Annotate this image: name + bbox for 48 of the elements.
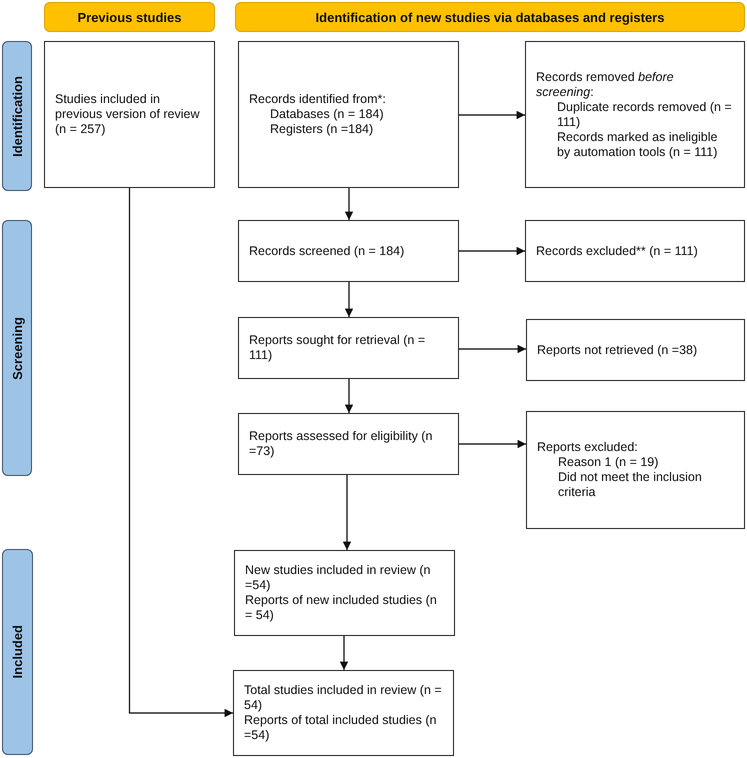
arrow <box>459 246 525 256</box>
process-box <box>526 319 745 381</box>
process-box <box>44 41 215 188</box>
box-text: Reports sought for retrieval (n = 111) <box>249 333 426 363</box>
arrow <box>459 110 525 120</box>
box-text: New studies included in review (n =54) <box>245 563 432 593</box>
phase-label: Included <box>10 625 25 679</box>
column-header: Previous studies <box>44 2 215 32</box>
box-text: Reports of total included studies (n =54) <box>244 713 438 743</box>
column-header: Identification of new studies via databases and registers <box>235 2 745 32</box>
process-box <box>525 220 745 282</box>
process-box <box>234 550 455 636</box>
process-box <box>238 413 459 475</box>
arrow <box>344 379 354 413</box>
arrow <box>344 282 354 317</box>
box-text: Registers (n =184) <box>269 122 374 137</box>
box-text: Reason 1 (n = 19) <box>557 455 660 470</box>
box-text: Records marked as ineligible by automation tools (n = 111) <box>556 130 718 160</box>
box-text: Reports not retrieved (n =38) <box>537 342 698 358</box>
arrow <box>340 636 348 670</box>
arrow <box>128 188 233 718</box>
arrow <box>459 440 526 448</box>
box-text: Studies included in previous version of review (n = 257) <box>55 92 201 137</box>
box-text: Duplicate records removed (n = 111) <box>556 100 733 130</box>
process-box <box>238 220 459 282</box>
phase-label: Identification <box>10 76 24 156</box>
arrow <box>459 344 526 354</box>
process-box <box>238 41 459 188</box>
phase-band <box>2 220 32 476</box>
process-box <box>525 41 745 188</box>
process-box <box>238 317 459 379</box>
box-text: Records screened (n = 184) <box>249 244 406 258</box>
box-text: Records removed before screening: <box>536 70 675 100</box>
box-text: Reports assessed for eligibility (n =73) <box>249 429 434 459</box>
phase-label: Screening <box>10 316 24 380</box>
box-text: Databases (n = 184) <box>269 107 385 122</box>
box-text: Total studies included in review (n = 54) <box>244 683 443 713</box>
box-text: Did not meet the inclusion criteria <box>557 470 703 500</box>
phase-band <box>2 41 32 191</box>
arrow <box>344 188 354 220</box>
box-text: Reports of new included studies (n = 54) <box>245 593 438 623</box>
box-text: Records identified from*: <box>249 92 387 107</box>
phase-band <box>2 549 33 755</box>
process-box <box>526 411 745 529</box>
process-box <box>233 670 454 756</box>
arrow <box>342 475 352 550</box>
box-text: Reports excluded: <box>537 440 639 455</box>
box-text: Records excluded** (n = 111) <box>536 244 699 258</box>
